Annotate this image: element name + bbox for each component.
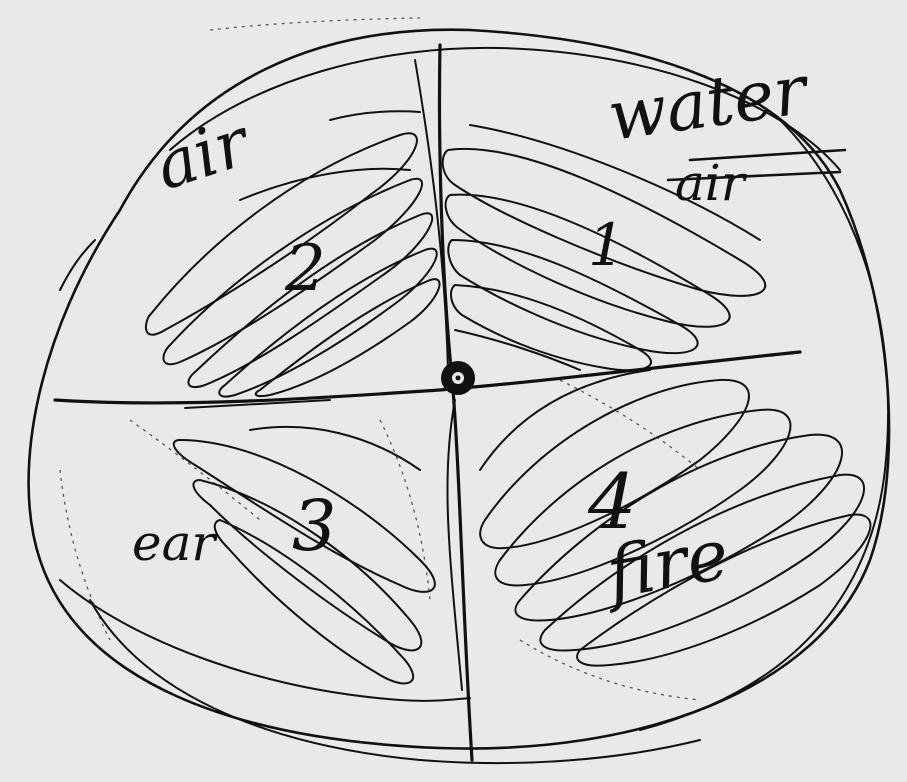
number-bottom-left: 3 [292, 485, 337, 567]
number-top-right: 1 [588, 211, 625, 279]
number-top-left: 2 [284, 232, 326, 306]
center-point [441, 361, 475, 395]
word-top-left: air [146, 102, 261, 205]
word-bottom-left: ear [132, 514, 218, 572]
word-top-right: water [603, 50, 814, 156]
struck-word-top-right: air [675, 154, 748, 212]
scan-noise [60, 18, 700, 700]
scribble-bottom-right [480, 370, 870, 666]
scribble-bottom-left [60, 427, 470, 701]
